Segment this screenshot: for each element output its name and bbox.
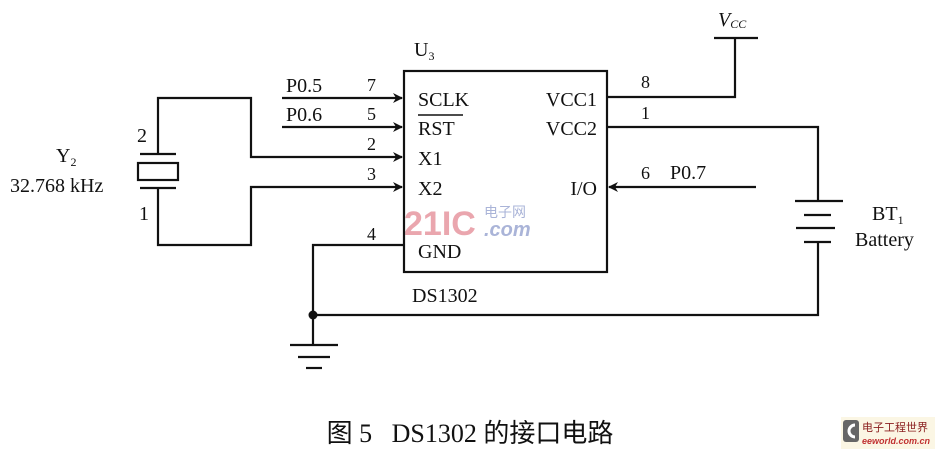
pin-num-3: 3 xyxy=(367,164,376,184)
pin-num-6: 6 xyxy=(641,163,650,183)
battery-ref: BT1 xyxy=(872,203,904,227)
pin-name-io: I/O xyxy=(570,178,597,200)
wire-battery-ground xyxy=(313,242,820,317)
crystal-ref: Y2 xyxy=(56,145,76,169)
wire-x1 xyxy=(156,96,403,162)
pin-name-sclk: SCLK xyxy=(418,89,470,111)
wire-vcc2 xyxy=(607,125,820,201)
pin-name-vcc1: VCC1 xyxy=(546,89,597,111)
eeworld-cn: 电子工程世界 xyxy=(862,421,928,434)
pin-num-8: 8 xyxy=(641,72,650,92)
crystal-body xyxy=(136,161,180,182)
net-p06: P0.6 xyxy=(286,104,322,126)
chip-body xyxy=(402,69,609,274)
pin-num-1: 1 xyxy=(641,103,650,123)
watermark-com: .com xyxy=(484,219,531,241)
watermark-cn: 电子网 xyxy=(484,205,526,221)
watermark-21ic: 21IC xyxy=(404,205,476,243)
eeworld-c-icon xyxy=(847,423,856,439)
pin-name-x2: X2 xyxy=(418,178,442,200)
figure-caption: 图 5 DS1302 的接口电路 xyxy=(327,419,614,448)
pin-num-7: 7 xyxy=(367,75,376,95)
pin-num-4: 4 xyxy=(367,224,376,244)
battery-label: Battery xyxy=(855,229,914,251)
eeworld-logo: 电子工程世界 eeworld.com.cn xyxy=(841,417,935,449)
crystal-value: 32.768 kHz xyxy=(10,175,103,197)
wire-x2 xyxy=(156,182,403,247)
chip-ref: U3 xyxy=(414,39,434,63)
net-p07: P0.7 xyxy=(670,162,706,184)
net-p05: P0.5 xyxy=(286,75,322,97)
wire-vcc1 xyxy=(607,38,737,99)
pin-name-rst: RST xyxy=(418,118,455,140)
pin-num-2: 2 xyxy=(367,134,376,154)
vcc-label: VCC xyxy=(718,9,747,31)
pin-name-gnd: GND xyxy=(418,241,461,263)
crystal-pin-1: 1 xyxy=(139,203,149,225)
pin-name-x1: X1 xyxy=(418,148,442,170)
wire-gnd xyxy=(311,243,404,345)
chip-part: DS1302 xyxy=(412,285,478,307)
crystal-pin-2: 2 xyxy=(137,125,147,147)
pin-name-vcc2: VCC2 xyxy=(546,118,597,140)
pin-num-5: 5 xyxy=(367,104,376,124)
eeworld-url: eeworld.com.cn xyxy=(862,436,931,446)
